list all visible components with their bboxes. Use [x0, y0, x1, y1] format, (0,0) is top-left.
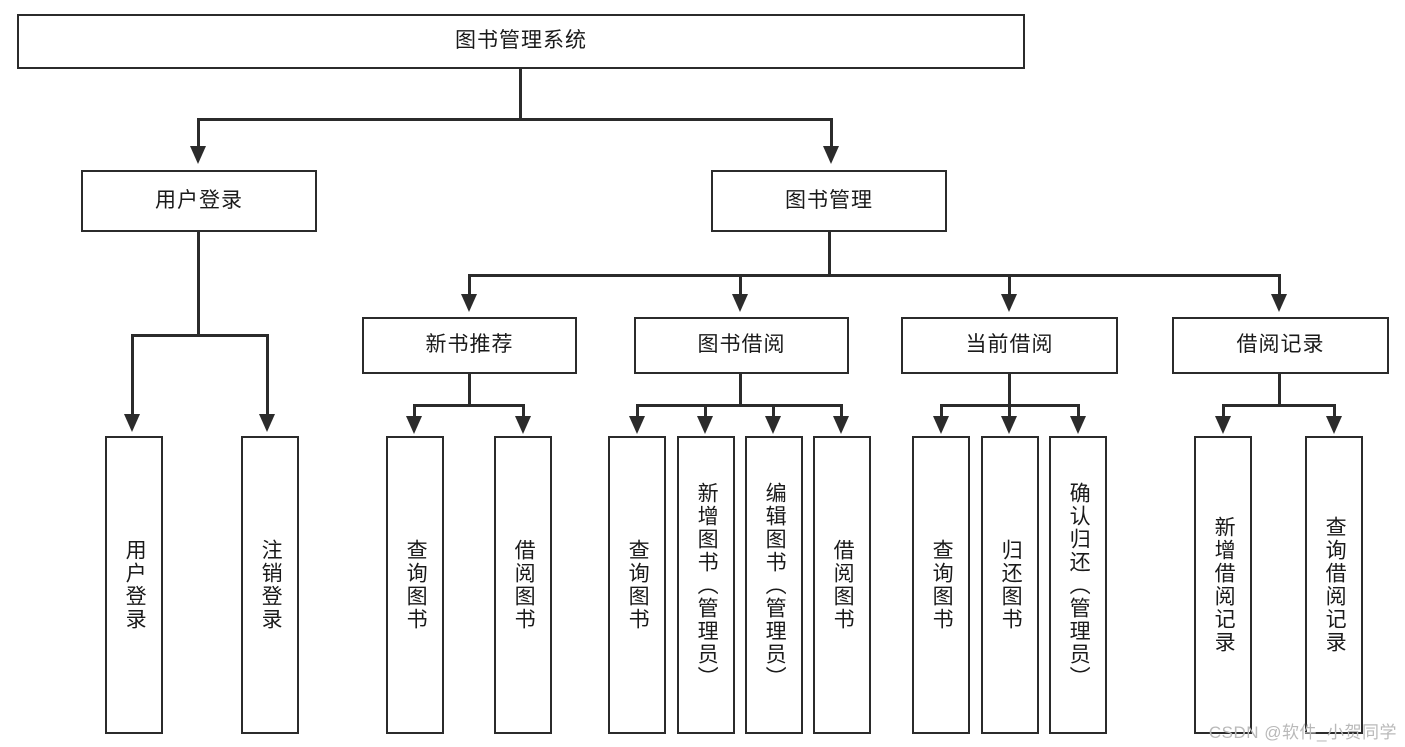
- leaf-br-query-record[interactable]: 查询借阅记录: [1305, 436, 1363, 734]
- node-label: 图书借阅: [697, 333, 786, 357]
- connector-level3-bar: [468, 274, 1281, 277]
- node-label: 借阅图书: [831, 539, 855, 631]
- connector-root-stem: [519, 69, 522, 119]
- node-label: 新增借阅记录: [1212, 516, 1236, 654]
- node-user-login[interactable]: 用户登录: [81, 170, 317, 232]
- connector-bb-leaf1: [636, 404, 639, 418]
- leaf-bb-borrow-book[interactable]: 借阅图书: [813, 436, 871, 734]
- leaf-nb-query-book[interactable]: 查询图书: [386, 436, 444, 734]
- connector-user-login-stem: [197, 232, 200, 336]
- node-label: 确认归还（管理员）: [1067, 481, 1091, 689]
- connector-to-book-borrow: [739, 274, 742, 296]
- arrowhead-cb-leaf3: [1070, 416, 1086, 434]
- arrowhead-br-leaf1: [1215, 416, 1231, 434]
- node-label: 图书管理: [785, 188, 873, 212]
- node-new-book-recommend[interactable]: 新书推荐: [362, 317, 577, 374]
- connector-cb-leaf1: [940, 404, 943, 418]
- connector-user-login-leaf1: [131, 334, 134, 416]
- arrowhead-leaf-logout: [259, 414, 275, 432]
- node-root-system[interactable]: 图书管理系统: [17, 14, 1025, 69]
- node-current-borrow[interactable]: 当前借阅: [901, 317, 1118, 374]
- arrowhead-user-login: [190, 146, 206, 164]
- connector-cb-leaf3: [1077, 404, 1080, 418]
- connector-to-borrow-record: [1278, 274, 1281, 296]
- leaf-bb-add-book[interactable]: 新增图书（管理员）: [677, 436, 735, 734]
- connector-new-book-stem: [468, 374, 471, 406]
- leaf-cb-query-book[interactable]: 查询图书: [912, 436, 970, 734]
- node-label: 新增图书（管理员）: [695, 481, 719, 689]
- node-book-management[interactable]: 图书管理: [711, 170, 947, 232]
- connector-borrow-record-bar: [1222, 404, 1336, 407]
- connector-bb-leaf4: [840, 404, 843, 418]
- arrowhead-bb-leaf4: [833, 416, 849, 434]
- arrowhead-leaf-user-login: [124, 414, 140, 432]
- node-label: 当前借阅: [965, 333, 1054, 357]
- arrowhead-nb-leaf2: [515, 416, 531, 434]
- node-label: 用户登录: [155, 188, 243, 212]
- arrowhead-bb-leaf2: [697, 416, 713, 434]
- connector-borrow-record-stem: [1278, 374, 1281, 406]
- arrowhead-bb-leaf3: [765, 416, 781, 434]
- node-label: 新书推荐: [425, 333, 514, 357]
- node-label: 用户登录: [123, 539, 147, 631]
- leaf-br-add-record[interactable]: 新增借阅记录: [1194, 436, 1252, 734]
- connector-new-book-leaf1: [413, 404, 416, 418]
- arrowhead-current-borrow: [1001, 294, 1017, 312]
- connector-br-leaf1: [1222, 404, 1225, 418]
- node-borrow-record[interactable]: 借阅记录: [1172, 317, 1389, 374]
- node-label: 查询借阅记录: [1323, 516, 1347, 654]
- node-label: 查询图书: [404, 539, 428, 631]
- node-label: 查询图书: [626, 539, 650, 631]
- connector-user-login-bar: [131, 334, 268, 337]
- connector-level2-bar: [197, 118, 833, 121]
- connector-br-leaf2: [1333, 404, 1336, 418]
- connector-bb-leaf3: [772, 404, 775, 418]
- node-label: 查询图书: [930, 539, 954, 631]
- node-label: 借阅图书: [512, 539, 536, 631]
- arrowhead-nb-leaf1: [406, 416, 422, 434]
- arrowhead-new-book: [461, 294, 477, 312]
- leaf-cb-return-book[interactable]: 归还图书: [981, 436, 1039, 734]
- connector-book-borrow-bar: [636, 404, 843, 407]
- csdn-watermark: CSDN @软件_小贺同学: [1208, 723, 1397, 742]
- leaf-user-login[interactable]: 用户登录: [105, 436, 163, 734]
- connector-user-login-leaf2: [266, 334, 269, 416]
- leaf-bb-edit-book[interactable]: 编辑图书（管理员）: [745, 436, 803, 734]
- leaf-logout[interactable]: 注销登录: [241, 436, 299, 734]
- connector-cb-leaf2: [1008, 404, 1011, 418]
- connector-new-book-bar: [413, 404, 525, 407]
- connector-current-borrow-stem: [1008, 374, 1011, 406]
- arrowhead-cb-leaf2: [1001, 416, 1017, 434]
- node-label: 借阅记录: [1236, 333, 1325, 357]
- leaf-cb-confirm-return[interactable]: 确认归还（管理员）: [1049, 436, 1107, 734]
- connector-book-borrow-stem: [739, 374, 742, 406]
- connector-new-book-leaf2: [522, 404, 525, 418]
- connector-book-manage-stem: [828, 232, 831, 276]
- connector-to-user-login: [197, 118, 200, 148]
- leaf-bb-query-book[interactable]: 查询图书: [608, 436, 666, 734]
- arrowhead-bb-leaf1: [629, 416, 645, 434]
- connector-bb-leaf2: [704, 404, 707, 418]
- arrowhead-borrow-record: [1271, 294, 1287, 312]
- connector-to-book-manage: [830, 118, 833, 148]
- connector-to-current-borrow: [1008, 274, 1011, 296]
- arrowhead-br-leaf2: [1326, 416, 1342, 434]
- node-label: 编辑图书（管理员）: [763, 481, 787, 689]
- connector-to-new-book: [468, 274, 471, 296]
- node-book-borrow[interactable]: 图书借阅: [634, 317, 849, 374]
- arrowhead-book-manage: [823, 146, 839, 164]
- arrowhead-cb-leaf1: [933, 416, 949, 434]
- node-label: 图书管理系统: [455, 29, 587, 53]
- node-label: 归还图书: [999, 539, 1023, 631]
- leaf-nb-borrow-book[interactable]: 借阅图书: [494, 436, 552, 734]
- arrowhead-book-borrow: [732, 294, 748, 312]
- node-label: 注销登录: [259, 539, 283, 631]
